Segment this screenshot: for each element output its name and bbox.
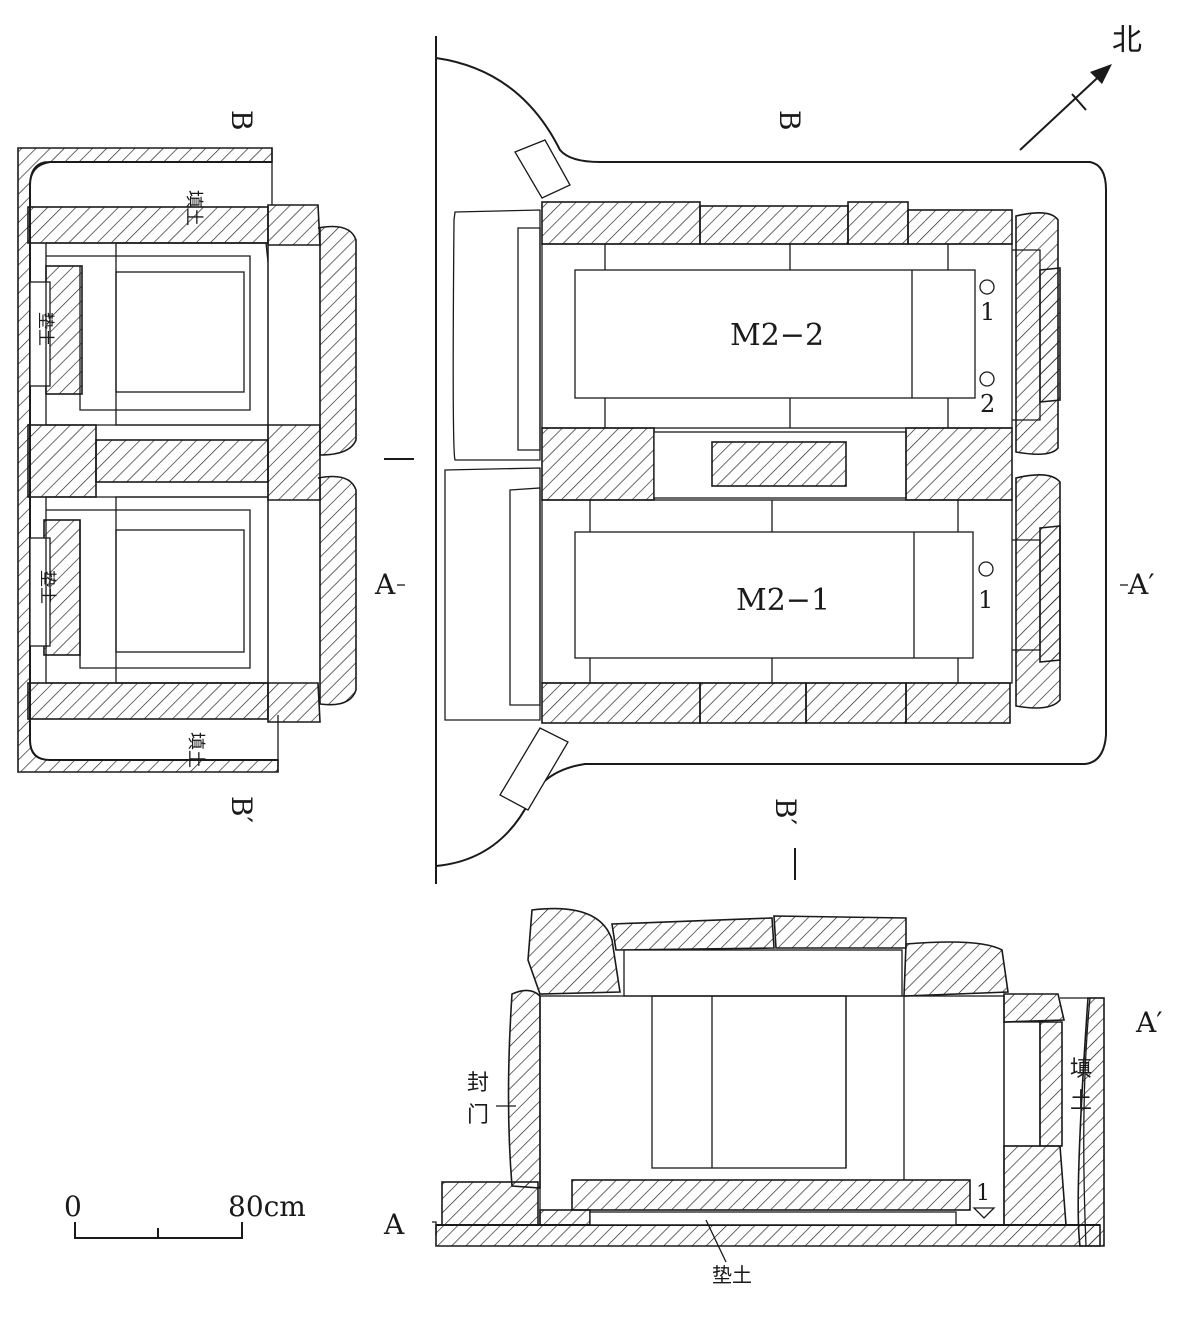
- section-a-a: 1 封 门 填 土 垫土 A A′: [383, 907, 1163, 1287]
- sealed-door-label-1: 封: [467, 1071, 489, 1096]
- artifact-label-section-1: 1: [976, 1181, 990, 1206]
- section-marker-b: B: [225, 110, 258, 131]
- artifact-label-lower-1: 1: [978, 586, 993, 614]
- pad-label-section: 垫土: [712, 1263, 752, 1287]
- north-arrow: 北: [1019, 23, 1142, 151]
- section-marker-b-plan: B: [773, 110, 806, 131]
- fill-label-section-2: 土: [1070, 1089, 1092, 1114]
- sealed-door-label-2: 门: [467, 1103, 489, 1128]
- fill-label-top: 填土: [183, 190, 204, 226]
- section-marker-a: A: [374, 568, 396, 601]
- artifact-marker: [979, 279, 995, 295]
- artifact-label-upper-2: 2: [980, 390, 995, 418]
- section-marker-b-prime-plan: B′: [769, 798, 802, 825]
- scale-bar: 0 80cm: [64, 1190, 306, 1239]
- artifact-marker: [978, 561, 994, 577]
- tomb-label-m2-2: M2−2: [730, 318, 824, 353]
- section-marker-b-prime: B′: [225, 796, 258, 823]
- section-b-b: 填土 填土 垫土 垫土 B B′: [17, 110, 357, 823]
- section-marker-a-prime-bottom: A′: [1135, 1006, 1163, 1039]
- section-marker-a-bottom: A: [383, 1208, 405, 1241]
- tomb-label-m2-1: M2−1: [736, 583, 830, 618]
- pad-label-upper: 垫土: [35, 312, 55, 346]
- plan-view: M2−2 M2−1 1 2 1 A A′ B B′ 北: [374, 23, 1155, 884]
- section-marker-a-prime: A′: [1127, 568, 1155, 601]
- artifact-label-upper-1: 1: [980, 298, 995, 326]
- north-label: 北: [1112, 23, 1142, 58]
- fill-label-bottom: 填土: [185, 732, 206, 768]
- scale-start: 0: [64, 1190, 82, 1223]
- fill-label-section-1: 填: [1070, 1057, 1092, 1082]
- artifact-marker: [979, 371, 995, 387]
- scale-end: 80cm: [228, 1190, 306, 1223]
- pad-label-lower: 垫土: [37, 570, 57, 604]
